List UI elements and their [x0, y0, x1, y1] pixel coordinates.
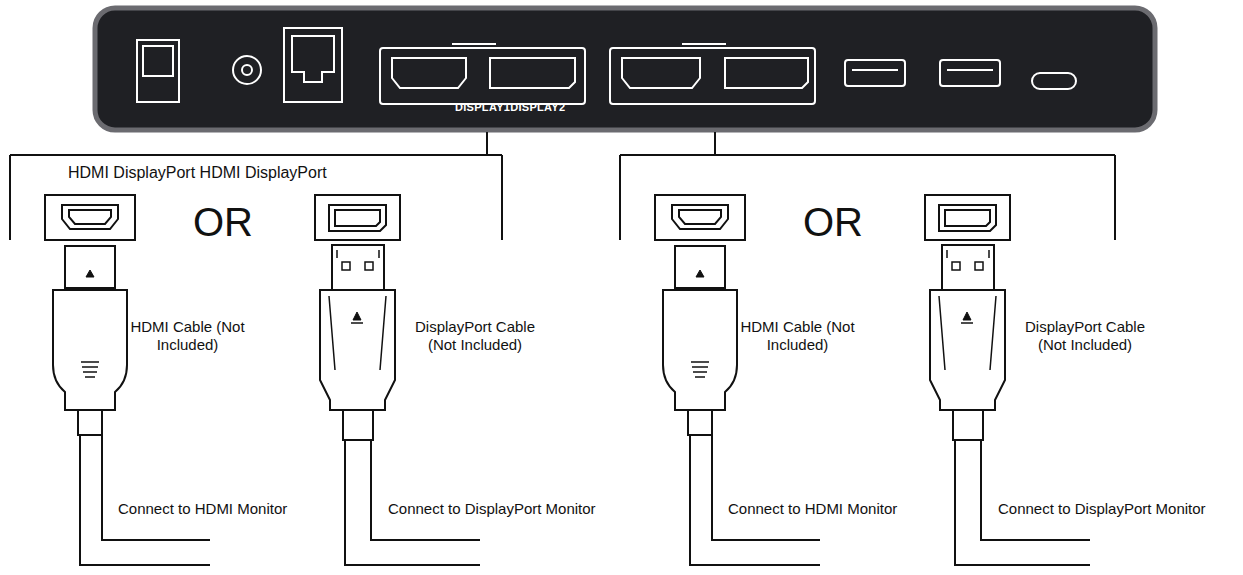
cable-note: HDMI Cable (Not Included) [130, 318, 245, 354]
port-label: DISPLAY1DISPLAY2 [455, 101, 565, 113]
dock-device: DISPLAY1DISPLAY2 [95, 8, 1155, 130]
cable-note: DisplayPort Cable (Not Included) [405, 318, 545, 354]
or-word: OR [193, 198, 253, 246]
monitor-note: Connect to DisplayPort Monitor [998, 500, 1206, 518]
or-word: OR [803, 198, 863, 246]
cable-note: DisplayPort Cable (Not Included) [1015, 318, 1155, 354]
monitor-note: Connect to HDMI Monitor [118, 500, 287, 518]
cable-note: HDMI Cable (Not Included) [740, 318, 855, 354]
port-header: HDMI DisplayPort HDMI DisplayPort [68, 163, 327, 182]
monitor-note: Connect to HDMI Monitor [728, 500, 897, 518]
monitor-note: Connect to DisplayPort Monitor [388, 500, 596, 518]
